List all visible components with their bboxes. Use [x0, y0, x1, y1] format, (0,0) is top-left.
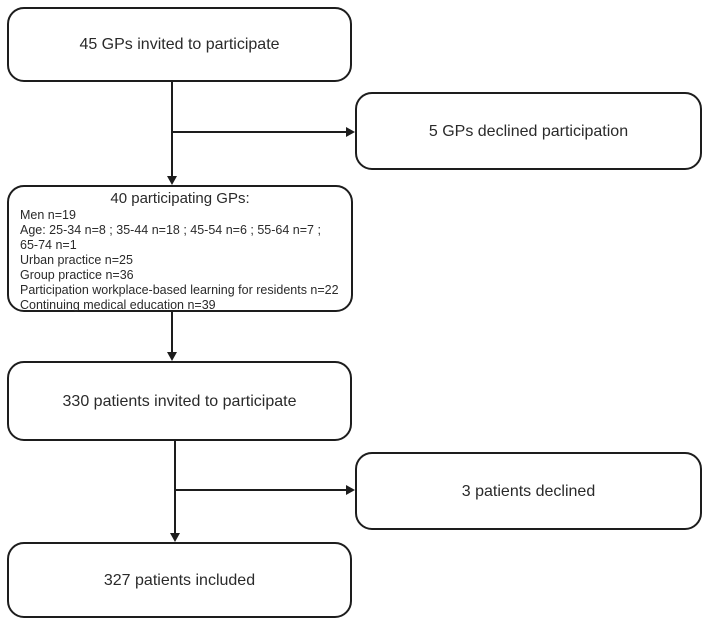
arrowhead-down-icon	[170, 533, 180, 542]
arrowhead-down-icon	[167, 176, 177, 185]
node-patients-invited-label: 330 patients invited to participate	[62, 392, 297, 410]
node-patients-included-label: 327 patients included	[103, 571, 256, 589]
connector-participating-to-patients-invited	[171, 312, 173, 353]
connector-branch-patients-declined	[174, 489, 347, 491]
node-gps-invited-label: 45 GPs invited to participate	[79, 36, 280, 53]
detail-age-line2: 65-74 n=1	[20, 238, 77, 252]
detail-age-line1: Age: 25-34 n=8 ; 35-44 n=18 ; 45-54 n=6 …	[20, 223, 321, 237]
detail-men: Men n=19	[20, 208, 76, 222]
connector-patients-invited-to-included	[174, 441, 176, 534]
node-patients-declined-label: 3 patients declined	[461, 482, 596, 500]
node-patients-included: 327 patients included	[7, 542, 352, 618]
arrowhead-right-icon	[346, 485, 355, 495]
node-patients-declined: 3 patients declined	[355, 452, 702, 530]
node-gps-invited: 45 GPs invited to participate	[7, 7, 352, 82]
arrowhead-right-icon	[346, 127, 355, 137]
detail-workplace-learning: Participation workplace-based learning f…	[20, 283, 339, 297]
node-gps-declined-label: 5 GPs declined participation	[428, 122, 629, 140]
arrowhead-down-icon	[167, 352, 177, 361]
node-patients-invited: 330 patients invited to participate	[7, 361, 352, 441]
detail-medical-education: Continuing medical education n=39	[20, 298, 216, 312]
connector-gps-invited-to-participating	[171, 82, 173, 177]
connector-branch-gps-declined	[171, 131, 347, 133]
node-gps-participating: 40 participating GPs: Men n=19 Age: 25-3…	[7, 185, 353, 312]
detail-urban-practice: Urban practice n=25	[20, 253, 133, 267]
node-gps-declined: 5 GPs declined participation	[355, 92, 702, 170]
detail-group-practice: Group practice n=36	[20, 268, 134, 282]
node-gps-participating-title: 40 participating GPs:	[110, 190, 250, 207]
